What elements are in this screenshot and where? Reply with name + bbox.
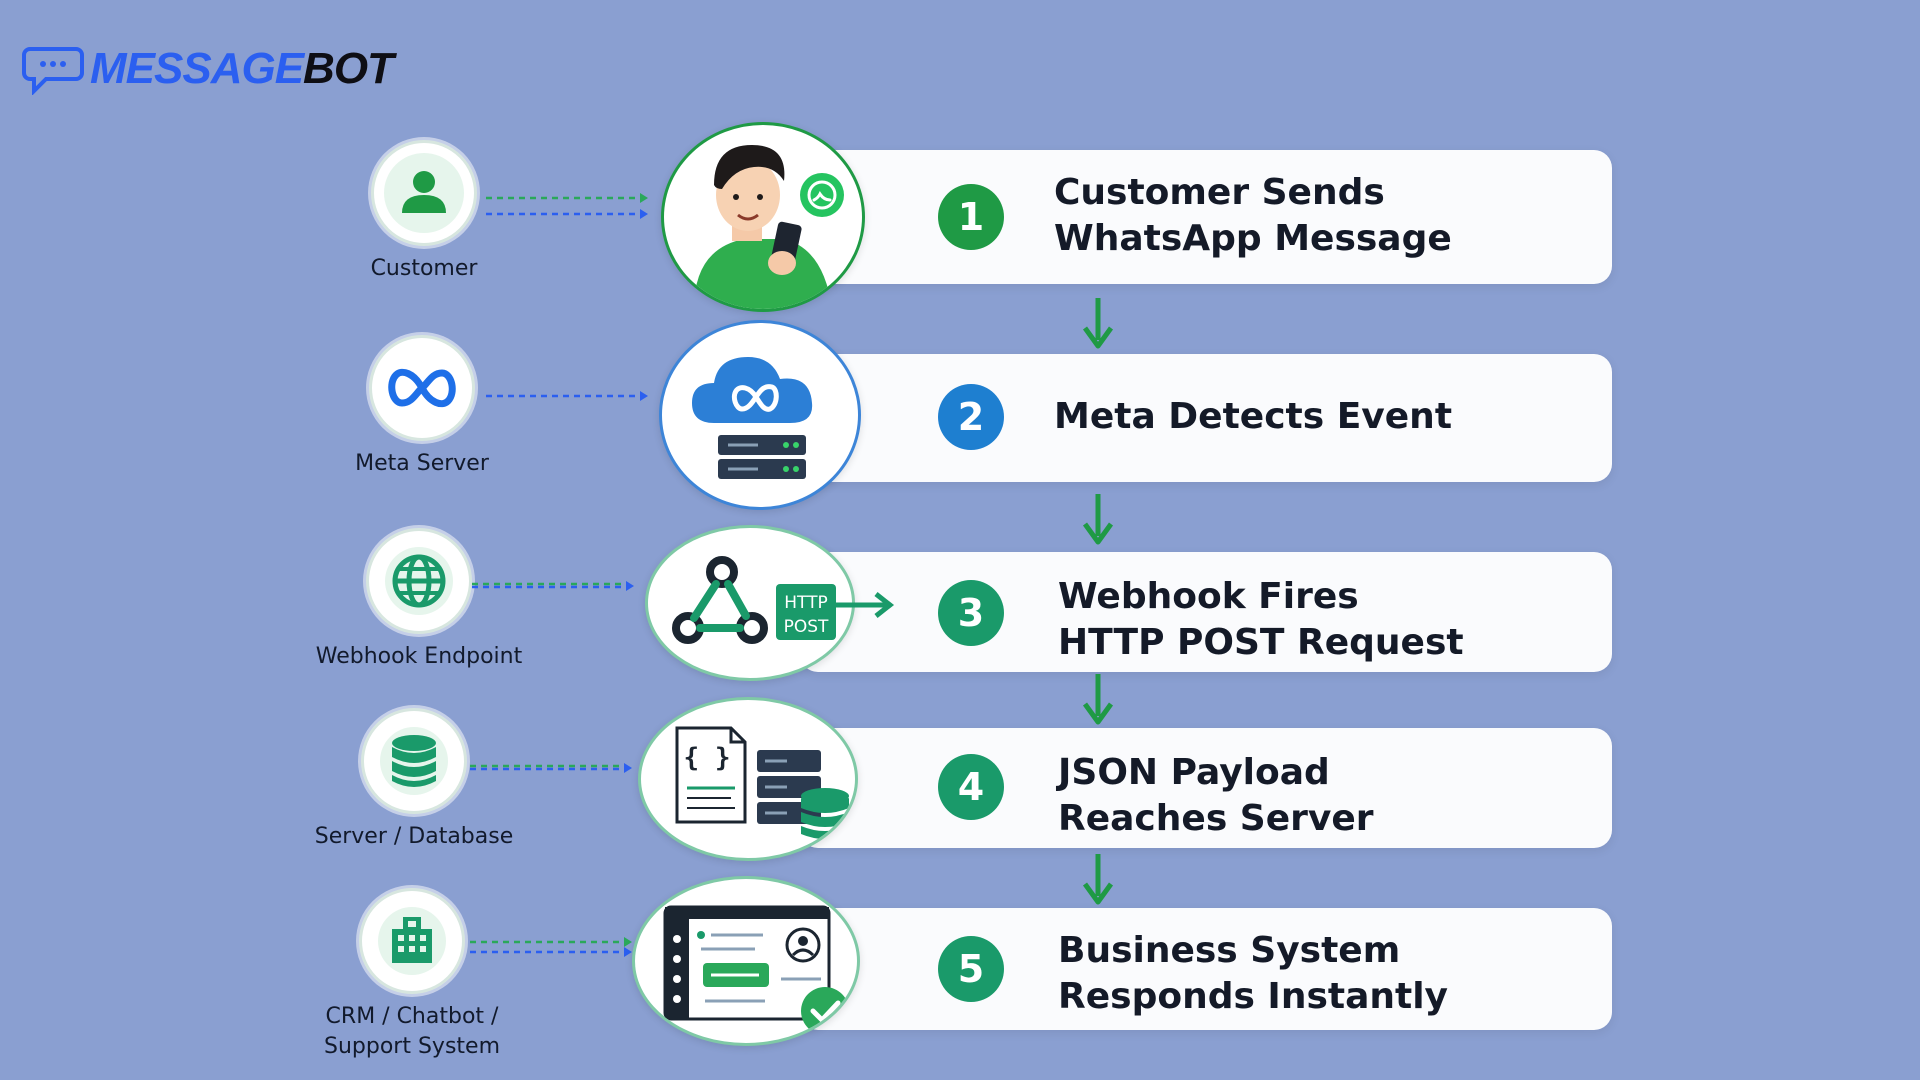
step-title: Business System Responds Instantly (1058, 930, 1449, 1017)
chat-bubble-icon (22, 47, 84, 95)
customer-phone-illustration (694, 145, 844, 309)
connector-crm-chatbot (470, 937, 632, 957)
webhook-http-post-illustration: HTTP POST (672, 556, 836, 644)
flow-arrow-4-5 (1082, 854, 1114, 905)
step-number-badge: 4 (938, 754, 1004, 820)
connector-webhook-endpoint (472, 581, 634, 591)
json-file-server-illustration: { } (675, 726, 849, 839)
step-number-badge: 2 (938, 384, 1004, 450)
svg-text:{ }: { } (684, 743, 731, 773)
step-number-badge: 5 (938, 936, 1004, 1002)
actor-meta-server: Meta Server (292, 335, 552, 479)
connector-server-database (470, 763, 632, 773)
step-card-4: 4 JSON Payload Reaches Server (800, 728, 1612, 848)
actor-crm-chatbot: CRM / Chatbot / Support System (282, 888, 542, 1062)
flow-arrow-1-2 (1082, 298, 1114, 349)
brand-name-part1: MESSAGE (90, 44, 304, 93)
flow-arrow-2-3 (1082, 494, 1114, 545)
actor-circle (369, 335, 475, 441)
step-card-3: 3 Webhook Fires HTTP POST Request (800, 552, 1612, 672)
actor-customer: Customer (294, 140, 554, 284)
step-title: Meta Detects Event (1054, 396, 1453, 437)
user-icon (384, 153, 464, 233)
actor-circle (361, 708, 467, 814)
actor-circle (371, 140, 477, 246)
database-icon (380, 727, 448, 795)
brand-logo: MESSAGEBOT (22, 42, 394, 96)
actor-webhook-endpoint: Webhook Endpoint (289, 528, 549, 672)
step-illustration-json: { } (638, 697, 858, 861)
building-icon (378, 907, 446, 975)
globe-icon (385, 547, 453, 615)
brand-name: MESSAGEBOT (90, 44, 394, 94)
step-title: Webhook Fires HTTP POST Request (1058, 576, 1464, 663)
step-illustration-webhook: HTTP POST (645, 525, 855, 681)
post-label: POST (784, 617, 829, 637)
actor-label: Server / Database (314, 824, 514, 849)
step-number-badge: 1 (938, 184, 1004, 250)
actor-server-database: Server / Database (284, 708, 544, 852)
step-card-2: 2 Meta Detects Event (800, 354, 1612, 482)
step-card-1: 1 Customer Sends WhatsApp Message (800, 150, 1612, 284)
step-title: JSON Payload Reaches Server (1058, 752, 1374, 839)
actor-label: Meta Server (355, 451, 489, 476)
meta-infinity-icon (388, 368, 456, 408)
dashboard-check-illustration (663, 905, 849, 1035)
actor-label: Webhook Endpoint (315, 644, 523, 669)
actor-label: CRM / Chatbot / Support System (324, 1004, 500, 1059)
flow-arrow-3-4 (1082, 674, 1114, 725)
connector-customer (486, 193, 648, 219)
connector-meta-server (486, 391, 648, 401)
brand-name-part2: BOT (303, 44, 394, 93)
step-title: Customer Sends WhatsApp Message (1054, 172, 1452, 259)
step-number-badge: 3 (938, 580, 1004, 646)
actor-label: Customer (370, 256, 478, 281)
step-illustration-business (632, 876, 860, 1046)
step-illustration-meta (659, 320, 861, 510)
actor-circle (359, 888, 465, 994)
step-illustration-customer (661, 122, 865, 312)
step-card-5: 5 Business System Responds Instantly (800, 908, 1612, 1030)
cloud-server-illustration (692, 357, 813, 479)
actor-circle (366, 528, 472, 634)
http-arrow-icon (834, 592, 895, 618)
http-label: HTTP (784, 593, 828, 613)
